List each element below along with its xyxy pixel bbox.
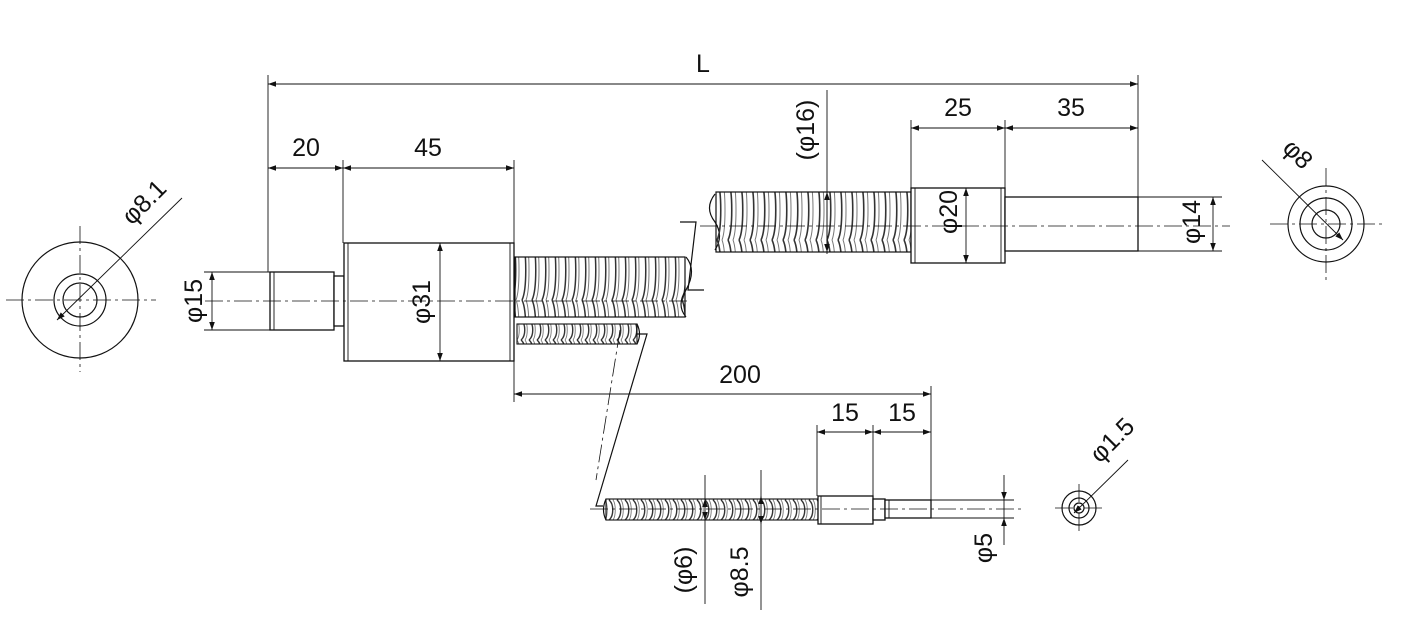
- dim-nut-length: 45: [414, 134, 442, 162]
- right-end-view: [1261, 159, 1384, 282]
- dim-right-view-dia: φ8: [1277, 134, 1318, 175]
- dim-small-view-dia: φ1.5: [1084, 412, 1140, 468]
- dim-small-end-length: 15: [888, 399, 916, 427]
- dim-right-end-dia: φ14: [1178, 200, 1206, 244]
- dim-small-end-dia: φ5: [970, 533, 998, 563]
- dim-small-thread-ref: (φ6): [670, 547, 698, 594]
- dim-left-view-dia: φ8.1: [116, 174, 172, 230]
- dim-nut-dia: φ31: [408, 280, 436, 324]
- dim-thread-dia-ref: (φ16): [792, 100, 820, 161]
- dim-small-thread-dia: φ8.5: [726, 547, 754, 598]
- dim-left-end-dia: φ15: [180, 279, 208, 323]
- left-end-view: [6, 197, 183, 372]
- dim-overall-length: L: [696, 50, 710, 78]
- dim-left-end-length: 20: [292, 134, 320, 162]
- large-screw-assembly: [205, 187, 1230, 362]
- dim-right-collar-length: 25: [944, 94, 972, 122]
- small-screw-assembly: [516, 323, 1025, 525]
- dim-collar-dia: φ20: [935, 190, 963, 234]
- small-end-view: [1055, 459, 1129, 532]
- screw-thread-left: [514, 256, 686, 318]
- dim-small-length: 200: [719, 361, 761, 389]
- dim-right-end-length: 35: [1057, 94, 1085, 122]
- nut-body: [343, 242, 515, 362]
- right-collar: [910, 187, 1006, 264]
- small-collar: [817, 495, 874, 525]
- screw-thread-right: [715, 191, 912, 253]
- right-end-shaft: [1004, 196, 1139, 252]
- small-thread-lower: [605, 498, 819, 521]
- dim-small-collar-length: 15: [831, 399, 859, 427]
